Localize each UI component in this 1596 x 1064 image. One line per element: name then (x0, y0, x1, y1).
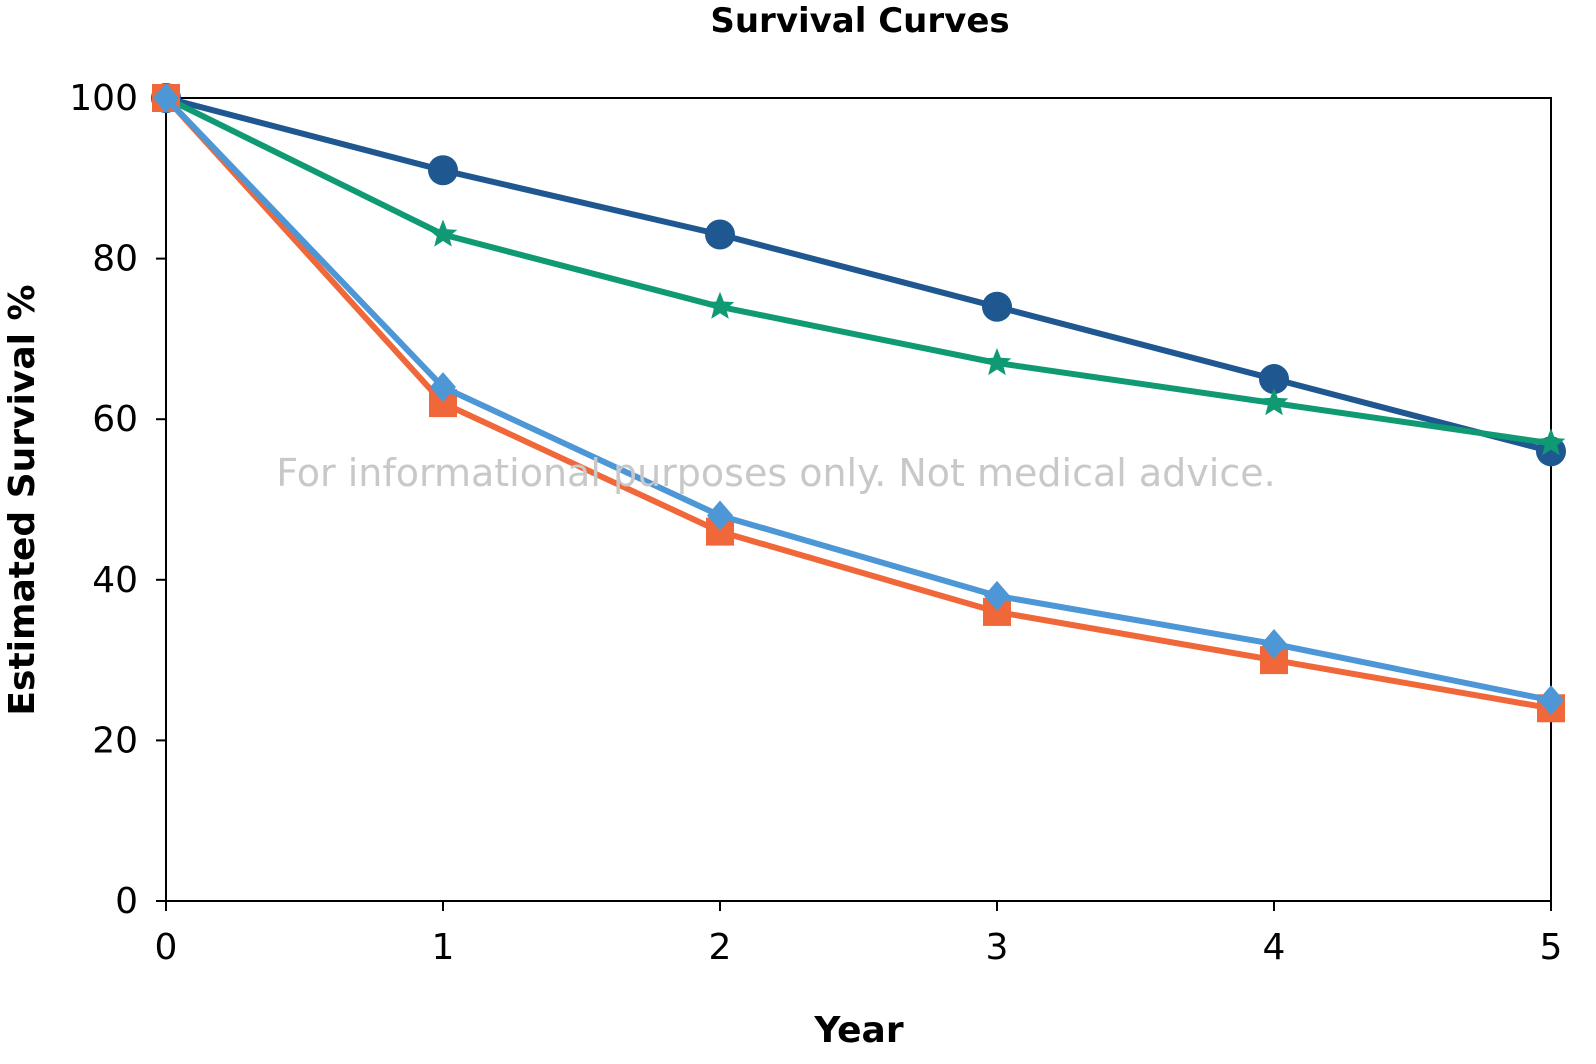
data-point-diamond (430, 372, 456, 403)
data-point-circle (1259, 364, 1289, 395)
x-tick-label: 3 (986, 927, 1009, 968)
axis-ticks: 0 20 40 60 80 100 0 1 2 3 4 5 (69, 78, 1562, 968)
plot-area (165, 97, 1552, 902)
series-3-line (163, 95, 1554, 712)
x-axis-title: Year (813, 1010, 903, 1051)
series-4-line (163, 95, 1554, 704)
series-1 (151, 83, 1566, 467)
data-point-star (1536, 428, 1566, 456)
watermark-text: For informational purposes only. Not med… (276, 451, 1275, 495)
x-tick-label: 1 (432, 927, 455, 968)
data-point-diamond (984, 580, 1010, 611)
data-point-circle (705, 219, 735, 250)
x-tick-label: 5 (1540, 927, 1563, 968)
y-tick-label: 60 (92, 399, 138, 440)
data-point-diamond (153, 83, 179, 113)
x-tick-label: 2 (709, 927, 732, 968)
data-point-star (428, 219, 458, 247)
y-tick-label: 40 (92, 560, 138, 601)
series-layer (151, 83, 1566, 723)
chart-title: Survival Curves (710, 1, 1009, 41)
data-point-star (982, 348, 1012, 376)
x-tick-label: 0 (155, 927, 178, 968)
series-3 (152, 84, 1565, 723)
y-tick-label: 100 (69, 78, 138, 119)
data-point-diamond (707, 500, 733, 531)
data-point-circle (428, 155, 458, 186)
data-point-diamond (1538, 685, 1564, 716)
y-tick-label: 20 (92, 720, 138, 761)
data-point-circle (982, 291, 1012, 322)
y-tick-label: 80 (92, 239, 138, 280)
series-2-line (163, 95, 1554, 447)
data-point-star (705, 291, 735, 319)
x-tick-label: 4 (1263, 927, 1286, 968)
y-tick-label: 0 (115, 881, 138, 922)
series-4 (153, 83, 1564, 716)
y-axis-title: Estimated Survival % (2, 284, 43, 715)
data-point-diamond (1261, 629, 1287, 660)
series-1-line (163, 95, 1554, 455)
data-point-star (1259, 388, 1289, 416)
